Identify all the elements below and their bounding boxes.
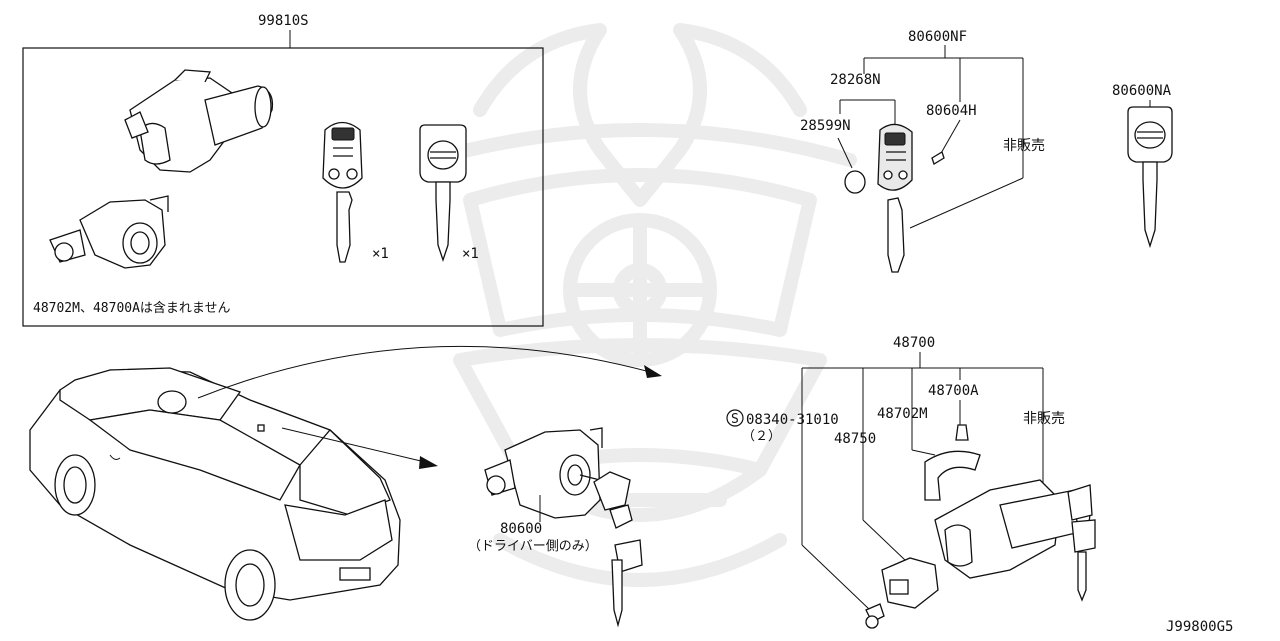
kit-box: 99810S 48702M、48700Aは含まれません [22, 13, 544, 327]
ignition-assy-label: 48700 [893, 335, 935, 351]
remote-key-blade [887, 197, 905, 273]
ignition-location-circle [157, 390, 187, 414]
remote-assy-label: 80600NF [908, 29, 967, 45]
qty-key-blank: ×1 [462, 246, 479, 262]
kit-ignition-assembly [124, 69, 274, 173]
screw-symbol-circle [726, 409, 744, 427]
key-switch-label: 48750 [834, 431, 876, 447]
illumination-ring [924, 450, 981, 501]
key-blank-label: 80600NA [1112, 83, 1172, 99]
leader-arrows [197, 345, 662, 469]
kit-note: 48702M、48700Aは含まれません [33, 300, 231, 316]
battery-label: 28599N [800, 118, 851, 134]
kit-part-label: 99810S [258, 13, 309, 29]
battery-holder-label: 28268N [830, 72, 881, 88]
battery-coin [844, 170, 866, 194]
car-illustration [29, 367, 401, 621]
not-sold-label-2: 非販売 [1023, 411, 1065, 427]
door-lock-location [257, 424, 265, 432]
diagram-code: J99800G5 [1166, 619, 1233, 635]
key-blank-group: 80600NA [1112, 83, 1173, 249]
not-sold-label-1: 非販売 [1003, 138, 1045, 154]
emblem-pin [931, 151, 945, 165]
kit-key-blank: ×1 [419, 124, 479, 263]
ignition-assembly-group: 48700 48700A 48702M S 08340-31010 （２） 48… [726, 335, 1096, 629]
door-lock-note: （ドライバー側のみ） [468, 539, 598, 554]
ignition-cylinder-part [955, 424, 969, 441]
kit-remote-key: ×1 [322, 121, 389, 263]
qty-key-remote: ×1 [372, 246, 389, 262]
watermark-emblem [423, 23, 857, 587]
ignition-cylinder-label: 48700A [928, 383, 979, 399]
kit-door-lock [49, 195, 169, 269]
screw-symbol: S [731, 412, 739, 427]
screw-qty-label: （２） [742, 429, 781, 444]
rear-plate [339, 567, 371, 581]
key-switch-part [881, 557, 939, 609]
screw-part-label: 08340-31010 [746, 412, 839, 428]
emblem-label: 80604H [926, 103, 977, 119]
remote-assembly-group: 80600NF 28268N 28599N 80604H 非販売 [800, 29, 1045, 273]
door-lock-label: 80600 [500, 521, 542, 537]
door-lock-group: 80600 （ドライバー側のみ） [468, 427, 643, 628]
ring-label: 48702M [877, 406, 928, 422]
